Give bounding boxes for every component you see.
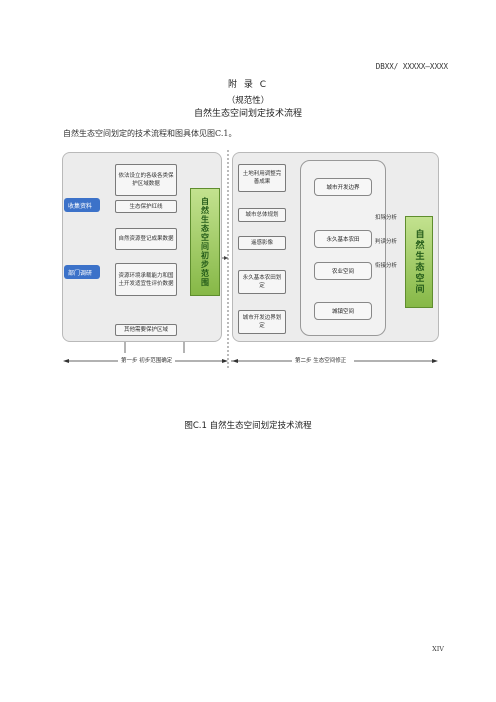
carrying-capacity-box: 资源环境承载能力和国土开发适宜性评价数据 — [115, 263, 177, 296]
interpretation-analysis-label: 判读分析 — [374, 239, 397, 245]
input-collect-data: 收集资料 — [64, 198, 100, 212]
step1-label: 第一步 初步范围确定 — [118, 356, 176, 364]
farmland-delineation-box: 永久基本农田划定 — [238, 270, 286, 294]
document-code: DBXX/ XXXXX—XXXX — [375, 62, 448, 71]
resource-registry-box: 自然资源登记成果数据 — [115, 228, 177, 250]
zone-permanent-farmland: 永久基本农田 — [314, 230, 372, 248]
other-protected-box: 其他需要保护区域 — [115, 324, 177, 336]
step1-result-box: 自然生态空间初步范围 — [190, 188, 220, 296]
land-use-adjustment-box: 土地利用调整完善成果 — [238, 164, 286, 192]
remote-sensing-box: 遥感影像 — [238, 236, 286, 250]
zone-agricultural: 农业空间 — [314, 262, 372, 280]
appendix-name: 自然生态空间划定技术流程 — [193, 109, 302, 119]
final-result-box: 自然生态空间 — [405, 216, 433, 308]
connection-analysis-label: 衔接分析 — [374, 263, 397, 269]
zone-urban-boundary: 城市开发边界 — [314, 178, 372, 196]
appendix-title: 附 录 C — [227, 80, 268, 90]
flow-diagram: 收集资料 部门调研 依法设立的各级各类保护区域数据 生态保护红线 自然资源登记成… — [60, 150, 440, 370]
step2-label: 第二步 生态空间修正 — [292, 356, 350, 364]
protected-area-data-box: 依法设立的各级各类保护区域数据 — [115, 164, 177, 196]
figure-caption: 图C.1 自然生态空间划定技术流程 — [184, 421, 312, 431]
page-number: XIV — [432, 645, 444, 653]
intro-paragraph: 自然生态空间划定的技术流程和图具体见图C.1。 — [63, 129, 237, 138]
urban-master-plan-box: 城市总体规划 — [238, 208, 286, 222]
urban-boundary-delineation-box: 城市开发边界划定 — [238, 310, 286, 334]
input-dept-survey: 部门调研 — [64, 265, 100, 279]
deduction-analysis-label: 扣除分析 — [374, 215, 397, 221]
appendix-nature: （规范性） — [226, 96, 270, 106]
eco-redline-box: 生态保护红线 — [115, 200, 177, 213]
zone-urban: 城镇空间 — [314, 302, 372, 320]
